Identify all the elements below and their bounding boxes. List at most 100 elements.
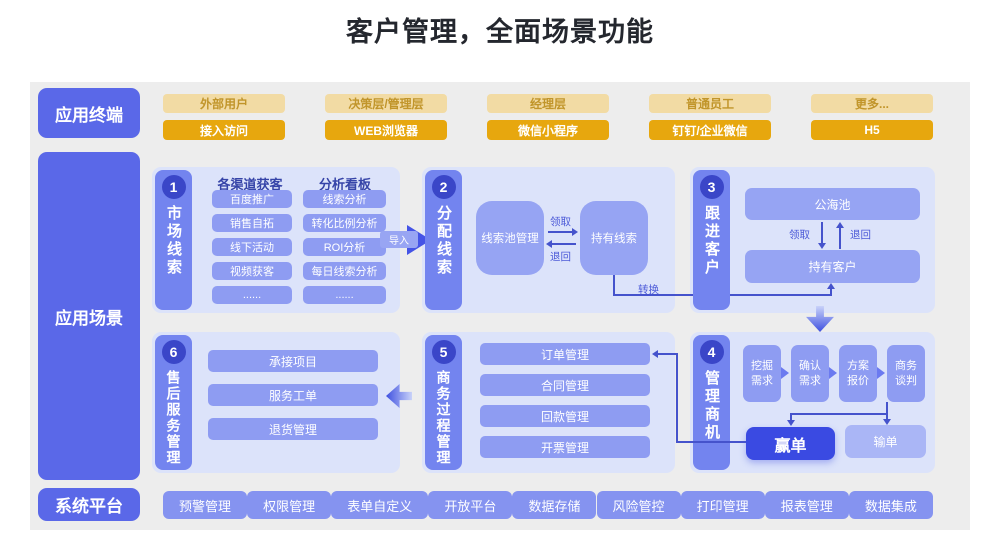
channel-chip: WEB浏览器 xyxy=(325,120,447,140)
s2-claim-line xyxy=(548,231,574,233)
lose-order-box: 输单 xyxy=(845,425,926,458)
win-order-box: 赢单 xyxy=(746,427,835,460)
s1-chip: ...... xyxy=(303,286,386,304)
section2-title: 分配线索 xyxy=(435,205,452,277)
role-chip: 决策层/管理层 xyxy=(325,94,447,113)
opportunity-step: 商务谈判 xyxy=(887,345,925,402)
held-leads-box: 持有线索 xyxy=(580,201,648,275)
section3-number: 3 xyxy=(699,175,724,199)
role-chip: 经理层 xyxy=(487,94,609,113)
platform-chip: 打印管理 xyxy=(680,491,765,519)
s4-conn-stub xyxy=(886,402,888,415)
section1-title: 市场线索 xyxy=(165,205,182,277)
s2-claim-label: 领取 xyxy=(550,216,571,228)
channel-chip: H5 xyxy=(811,120,933,140)
platform-chip: 表单自定义 xyxy=(331,491,429,519)
platform-chip: 预警管理 xyxy=(163,491,248,519)
rail-system-platform: 系统平台 xyxy=(38,488,140,521)
order-arrowhead xyxy=(652,350,658,358)
s2-return-label: 退回 xyxy=(550,251,571,263)
s6-chip: 承接项目 xyxy=(208,350,378,372)
convert-label: 转换 xyxy=(638,284,659,296)
channel-chip: 微信小程序 xyxy=(487,120,609,140)
s1-chip: ...... xyxy=(212,286,292,304)
section2-bar: 2 分配线索 xyxy=(425,170,462,310)
section4-title: 管理商机 xyxy=(703,370,720,442)
s1-chip: 视频获客 xyxy=(212,262,292,280)
s2-return-line xyxy=(550,243,576,245)
rail-app-terminal: 应用终端 xyxy=(38,88,140,138)
s3-return-label: 退回 xyxy=(850,229,871,241)
win-arrowhead xyxy=(787,420,795,426)
section4-bar: 4 管理商机 xyxy=(693,335,730,470)
role-chip: 更多... xyxy=(811,94,933,113)
section4-number: 4 xyxy=(699,340,724,364)
lose-arrowhead xyxy=(883,419,891,425)
convert-line-v2 xyxy=(830,288,832,296)
s1-chip: 每日线索分析 xyxy=(303,262,386,280)
step-arrow xyxy=(877,367,885,379)
platform-chip: 数据存储 xyxy=(512,491,597,519)
public-sea-box: 公海池 xyxy=(745,188,920,220)
s3-claim-label: 领取 xyxy=(789,229,810,241)
s6-chip: 服务工单 xyxy=(208,384,378,406)
s4-conn-h xyxy=(790,413,888,415)
opportunity-step: 方案报价 xyxy=(839,345,877,402)
section6-title: 售后服务管理 xyxy=(165,370,182,466)
win-conn-h2 xyxy=(676,441,746,443)
page-title: 客户管理，全面场景功能 xyxy=(346,17,654,47)
s5-chip: 订单管理 xyxy=(480,343,650,365)
s5-chip: 合同管理 xyxy=(480,374,650,396)
s4-conn-lose-v xyxy=(886,413,888,419)
s5-chip: 回款管理 xyxy=(480,405,650,427)
section6-number: 6 xyxy=(161,340,186,364)
s4-conn-win-v xyxy=(790,413,792,420)
role-chip: 外部用户 xyxy=(163,94,285,113)
s1-col1-header: 各渠道获客 xyxy=(217,177,283,192)
opportunity-step: 挖掘需求 xyxy=(743,345,781,402)
role-chip: 普通员工 xyxy=(649,94,771,113)
s1-chip: 线索分析 xyxy=(303,190,386,208)
section3-bar: 3 跟进客户 xyxy=(693,170,730,310)
s2-claim-arrowhead xyxy=(572,228,578,236)
lead-pool-box: 线索池管理 xyxy=(476,201,544,275)
s3-return-line xyxy=(839,227,841,249)
s1-chip: 线下活动 xyxy=(212,238,292,256)
section5-number: 5 xyxy=(431,340,456,364)
s2-return-arrowhead xyxy=(546,240,552,248)
s1-chip: 百度推广 xyxy=(212,190,292,208)
s1-chip: 销售自拓 xyxy=(212,214,292,232)
platform-row: 预警管理 权限管理 表单自定义 开放平台 数据存储 风险管控 打印管理 报表管理… xyxy=(163,491,933,519)
s1-chip: 转化比例分析 xyxy=(303,214,386,232)
platform-chip: 风险管控 xyxy=(596,491,681,519)
channel-chip: 钉钉/企业微信 xyxy=(649,120,771,140)
s3-claim-arrowhead xyxy=(818,243,826,249)
platform-chip: 报表管理 xyxy=(764,491,849,519)
win-conn-h1 xyxy=(658,353,678,355)
step-arrow xyxy=(781,367,789,379)
platform-chip: 权限管理 xyxy=(247,491,332,519)
channel-chip: 接入访问 xyxy=(163,120,285,140)
section1-number: 1 xyxy=(161,175,186,199)
section1-bar: 1 市场线索 xyxy=(155,170,192,310)
s3-claim-line xyxy=(821,222,823,244)
rail-app-scenario: 应用场景 xyxy=(38,152,140,480)
section5-bar: 5 商务过程管理 xyxy=(425,335,462,470)
platform-chip: 开放平台 xyxy=(428,491,513,519)
section6-bar: 6 售后服务管理 xyxy=(155,335,192,470)
opportunity-step: 确认需求 xyxy=(791,345,829,402)
convert-arrowhead xyxy=(827,283,835,289)
step-arrow xyxy=(829,367,837,379)
s6-chip: 退货管理 xyxy=(208,418,378,440)
s5-chip: 开票管理 xyxy=(480,436,650,458)
section3-title: 跟进客户 xyxy=(703,205,720,277)
s3-return-arrowhead xyxy=(836,222,844,228)
convert-line-v1 xyxy=(613,275,615,296)
s1-col2-header: 分析看板 xyxy=(318,177,371,192)
section2-number: 2 xyxy=(431,175,456,199)
win-conn-v xyxy=(676,353,678,443)
platform-chip: 数据集成 xyxy=(848,491,933,519)
held-customers-box: 持有客户 xyxy=(745,250,920,283)
import-label: 导入 xyxy=(380,231,418,248)
